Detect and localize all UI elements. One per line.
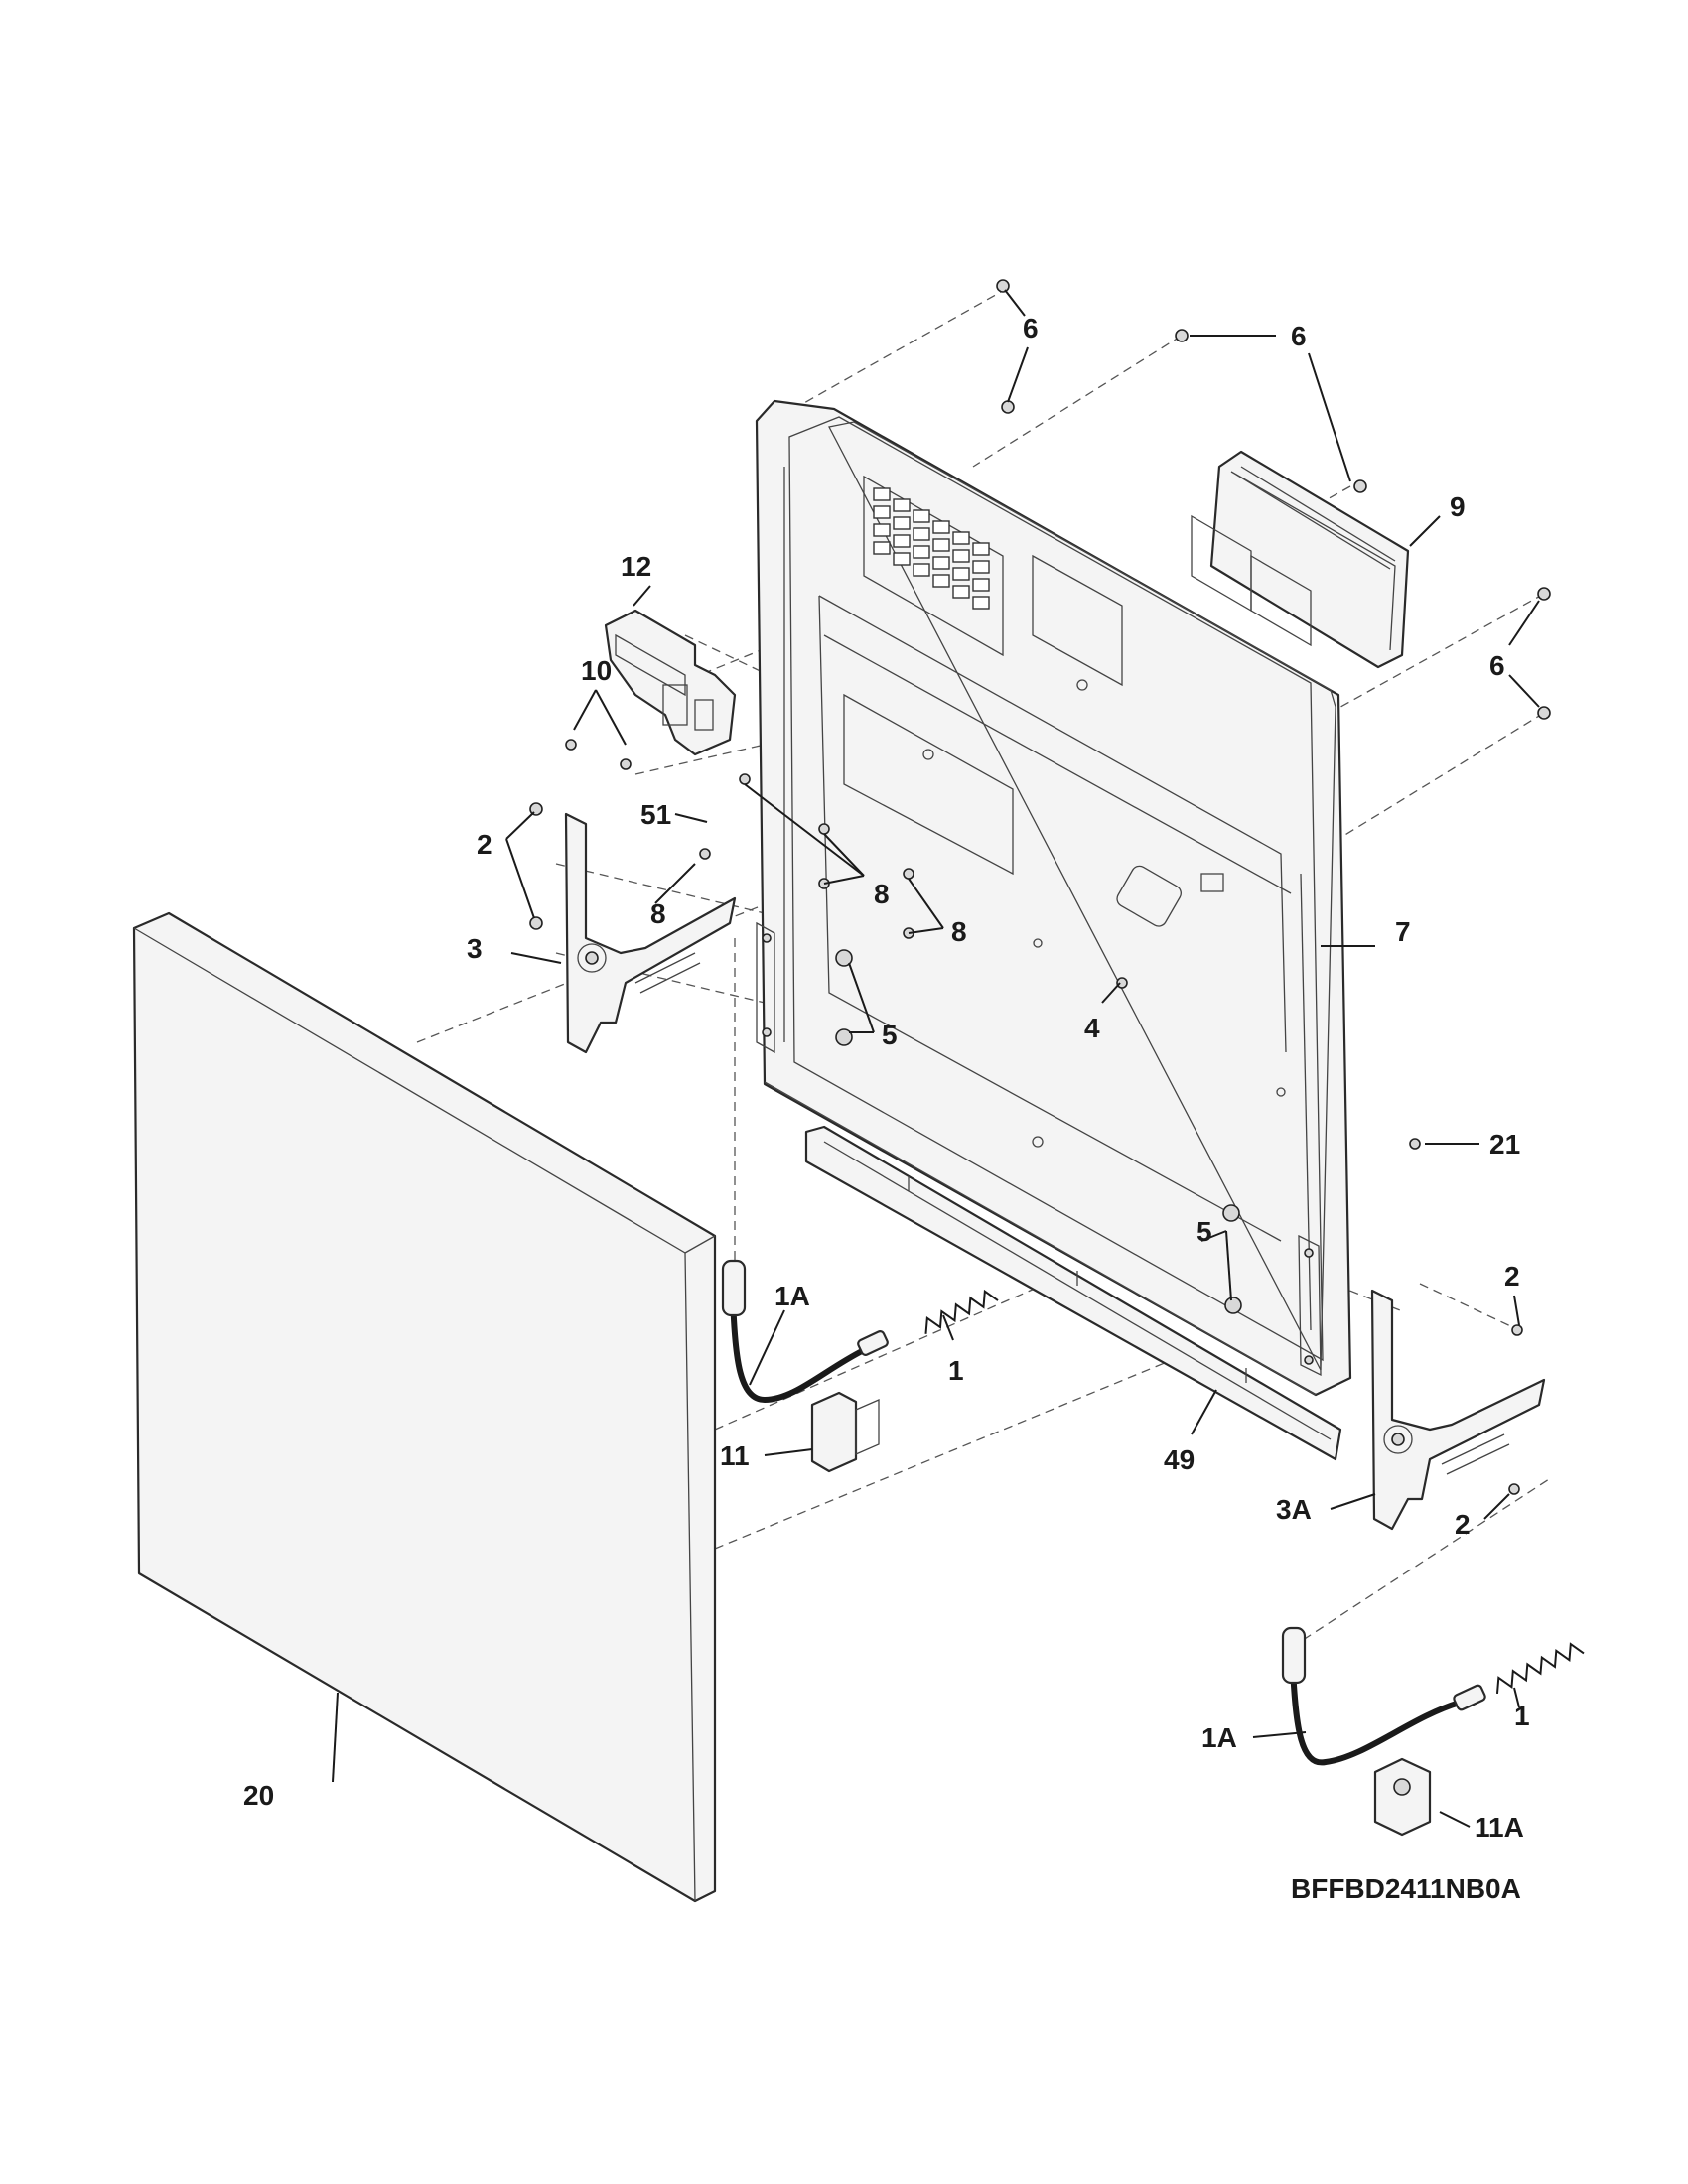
callout-2-right-bottom: 2 [1455, 1509, 1471, 1540]
callout-5-bottom: 5 [1196, 1216, 1212, 1247]
callout-49: 49 [1164, 1444, 1195, 1475]
hinge-right [1370, 1289, 1546, 1531]
callout-2-right-top: 2 [1504, 1261, 1520, 1292]
callout-20: 20 [243, 1780, 274, 1811]
cable-bracket-left [810, 1391, 880, 1473]
callout-1-left: 1 [948, 1355, 964, 1386]
door-cable-left [721, 1259, 889, 1404]
model-code: BFFBD2411NB0A [1291, 1873, 1521, 1904]
callout-6-right: 6 [1489, 650, 1505, 681]
callout-labels: 6 6 6 9 12 10 51 2 8 8 8 7 3 4 5 21 5 2 … [243, 313, 1530, 1904]
callout-6-top: 6 [1023, 313, 1039, 343]
callout-4: 4 [1084, 1013, 1100, 1043]
callout-3: 3 [467, 933, 483, 964]
callout-3A: 3A [1276, 1494, 1312, 1525]
callout-7: 7 [1395, 916, 1411, 947]
spring-left [924, 1289, 999, 1334]
callout-1A-right: 1A [1201, 1722, 1237, 1753]
callout-8-center: 8 [874, 879, 890, 909]
callout-5-top: 5 [882, 1020, 898, 1050]
control-module [1191, 450, 1410, 669]
door-cable-right [1281, 1626, 1486, 1766]
leader-lines [332, 289, 1540, 1828]
callout-6-mid: 6 [1291, 321, 1307, 351]
callout-51: 51 [640, 799, 671, 830]
callout-21: 21 [1489, 1129, 1520, 1160]
cable-bracket-right [1373, 1757, 1432, 1837]
door-latch [604, 609, 737, 756]
spring-right [1495, 1642, 1585, 1695]
hinge-left [564, 812, 737, 1054]
callout-8-left: 8 [650, 898, 666, 929]
bottom-trim-strip [804, 1125, 1342, 1461]
callout-12: 12 [621, 551, 651, 582]
outer-door-panel [132, 911, 717, 1903]
callout-2-left: 2 [477, 829, 492, 860]
callout-8-right: 8 [951, 916, 967, 947]
vent-grille [873, 487, 990, 610]
callout-9: 9 [1450, 491, 1466, 522]
callout-11: 11 [720, 1440, 750, 1471]
callout-1A-left: 1A [774, 1281, 810, 1311]
callout-10: 10 [581, 655, 612, 686]
callout-11A: 11A [1475, 1812, 1524, 1843]
callout-1-right: 1 [1514, 1701, 1530, 1731]
